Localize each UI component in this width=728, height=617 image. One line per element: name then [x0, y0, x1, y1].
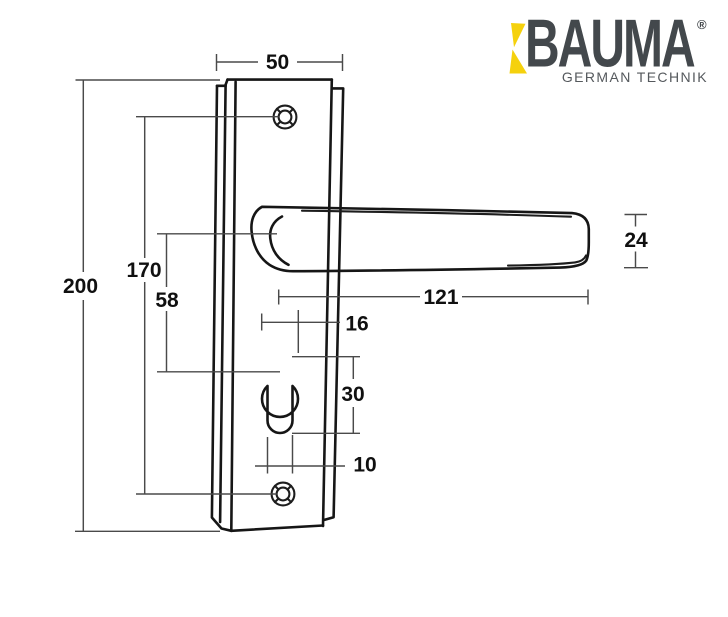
handle-bottom-bevel-line — [506, 254, 588, 267]
dim-screw-spacing-170: 170 — [126, 115, 279, 495]
dim-handle-to-cylinder-58: 58 — [155, 233, 280, 373]
dim-plate-width-50: 50 — [215, 51, 344, 74]
dim-screw-spacing-label: 170 — [126, 259, 161, 282]
backplate-left-edge — [230, 80, 237, 533]
euro-cylinder-keyhole — [260, 384, 300, 435]
backplate-side-strip-inner — [218, 83, 227, 524]
dim-handle-to-cylinder-label: 58 — [155, 289, 179, 312]
dim-stem-width-10: 10 — [255, 435, 377, 477]
backplate-right-edge — [321, 78, 334, 528]
backplate-rear-layer — [323, 87, 345, 522]
dim-handle-length-121: 121 — [277, 286, 589, 309]
dim-plate-width-label: 50 — [266, 51, 289, 74]
dim-cylinder-height-label: 30 — [341, 383, 364, 406]
backplate-side-strip-cap — [215, 78, 229, 88]
handle-outer-outline — [250, 205, 591, 273]
logo-mark-icon — [509, 23, 527, 74]
dim-handle-length-label: 121 — [423, 286, 458, 309]
dim-overall-height-200: 200 — [63, 79, 220, 533]
backplate-side-strip-outer — [210, 84, 233, 533]
dim-cylinder-hole-16: 16 — [260, 310, 369, 353]
dim-handle-thickness-24: 24 — [624, 213, 648, 269]
handle-neck-inner-line — [268, 215, 290, 267]
bottom-screw-slots — [273, 484, 293, 504]
dim-cylinder-hole-label: 16 — [345, 313, 368, 336]
top-screw-slots — [275, 107, 295, 127]
dim-stem-width-label: 10 — [353, 454, 376, 477]
backplate-bottom-edge — [230, 524, 325, 533]
backplate-outline — [210, 78, 345, 533]
handle-top-bevel-line — [300, 209, 573, 218]
dim-overall-height-label: 200 — [63, 275, 98, 298]
registered-trademark-symbol: ® — [697, 17, 707, 32]
brand-tagline: GERMAN TECHNIK — [561, 69, 708, 85]
lever-handle — [250, 205, 591, 273]
dim-cylinder-height-30: 30 — [292, 355, 365, 435]
dim-handle-thickness-label: 24 — [624, 229, 648, 252]
brand-wordmark: BAUMA — [525, 6, 696, 83]
